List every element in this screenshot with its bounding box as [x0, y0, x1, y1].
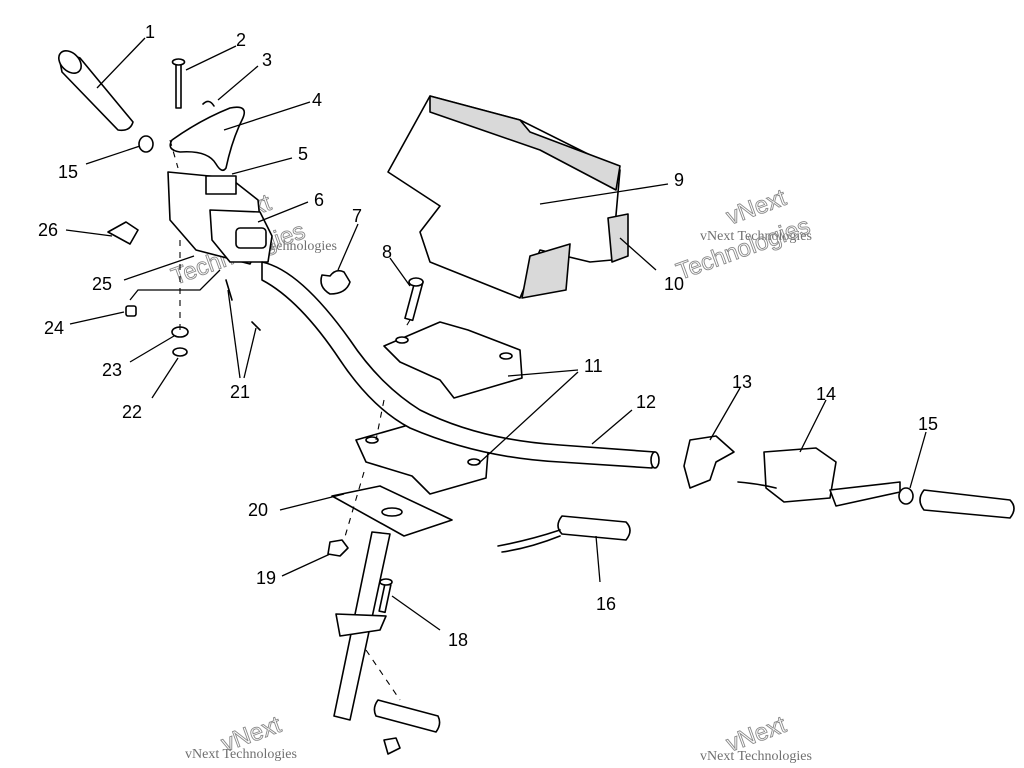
leader-line — [619, 237, 657, 271]
windshield — [387, 95, 629, 299]
leader-line — [909, 431, 927, 489]
callout-7: 7 — [352, 206, 362, 226]
watermark-text: vNext Technologies — [700, 749, 812, 764]
callout-14: 14 — [816, 384, 836, 404]
assembly-line — [169, 139, 179, 169]
screw-21b — [251, 321, 261, 331]
heater-element — [497, 515, 631, 553]
leader-line — [799, 399, 827, 453]
leader-line — [257, 201, 309, 223]
leader-line — [337, 223, 359, 271]
nut-24 — [125, 305, 137, 317]
callout-21: 21 — [230, 382, 250, 402]
callout-6: 6 — [314, 190, 324, 210]
callout-4: 4 — [312, 90, 322, 110]
leader-line — [185, 45, 237, 71]
callout-19: 19 — [256, 568, 276, 588]
callout-2: 2 — [236, 30, 246, 50]
callout-12: 12 — [636, 392, 656, 412]
switch-assembly — [209, 209, 273, 263]
brake-lever-bracket — [683, 435, 735, 489]
callout-26: 26 — [38, 220, 58, 240]
leader-line — [281, 553, 331, 577]
leader-line — [151, 357, 179, 399]
callout-1: 1 — [145, 22, 155, 42]
callout-11: 11 — [584, 356, 603, 376]
callout-23: 23 — [102, 360, 122, 380]
leader-line — [129, 335, 175, 363]
watermark-text: vNext Technologies — [700, 229, 812, 244]
throttle-lever — [169, 106, 246, 172]
callout-8: 8 — [382, 242, 392, 262]
leader-line — [227, 289, 241, 379]
callout-labels: 1 2 3 4 5 6 7 8 9 10 11 12 13 14 15 15 1… — [38, 22, 938, 650]
leader-line — [279, 493, 345, 511]
callout-5: 5 — [298, 144, 308, 164]
screw — [378, 578, 393, 614]
leader-line — [123, 255, 195, 281]
callout-20: 20 — [248, 500, 268, 520]
leader-line — [507, 369, 579, 377]
leader-line — [539, 183, 669, 205]
hand-grip-left — [58, 50, 134, 132]
leader-line — [243, 327, 257, 379]
callout-10: 10 — [664, 274, 684, 294]
callout-3: 3 — [262, 50, 272, 70]
assembly-line — [365, 649, 401, 701]
handlebar — [261, 261, 660, 469]
leader-line — [223, 101, 311, 131]
clip — [202, 100, 215, 107]
handlebar-clamp-upper — [383, 321, 523, 399]
leader-line — [65, 229, 113, 237]
end-cap-left — [138, 135, 154, 153]
cap-screw — [404, 277, 424, 322]
callout-16: 16 — [596, 594, 616, 614]
leader-line — [595, 535, 601, 583]
leader-line — [591, 409, 633, 445]
leader-line — [129, 269, 221, 301]
leader-line — [217, 65, 259, 101]
watermark-text: vNext Technologies — [185, 747, 297, 762]
mounting-plate — [331, 485, 453, 537]
lock-nut — [383, 737, 401, 755]
callout-9: 9 — [674, 170, 684, 190]
pin — [171, 58, 186, 109]
hand-grip-right — [919, 489, 1015, 519]
brake-housing — [737, 447, 901, 507]
callout-15-right: 15 — [918, 414, 938, 434]
leader-line — [389, 257, 411, 287]
screw-21a — [225, 279, 233, 301]
callout-18: 18 — [448, 630, 468, 650]
end-cap-right — [898, 487, 914, 505]
washer-22 — [172, 347, 188, 357]
callout-22: 22 — [122, 402, 142, 422]
sleeve — [373, 699, 441, 733]
nut — [327, 539, 349, 557]
leader-line — [231, 157, 293, 175]
leader-line — [391, 595, 441, 631]
leader-line — [96, 37, 146, 89]
callout-25: 25 — [92, 274, 112, 294]
callout-15: 15 — [58, 162, 78, 182]
leader-line — [709, 387, 741, 441]
leader-line — [477, 371, 579, 465]
steering-post — [333, 531, 391, 721]
assembly-line — [403, 319, 411, 331]
callout-13: 13 — [732, 372, 752, 392]
leader-line — [85, 145, 141, 165]
callout-24: 24 — [44, 318, 64, 338]
leader-lines — [65, 37, 927, 631]
leader-line — [69, 311, 125, 325]
wire-clip — [107, 221, 139, 245]
cable-clamp — [320, 269, 351, 295]
